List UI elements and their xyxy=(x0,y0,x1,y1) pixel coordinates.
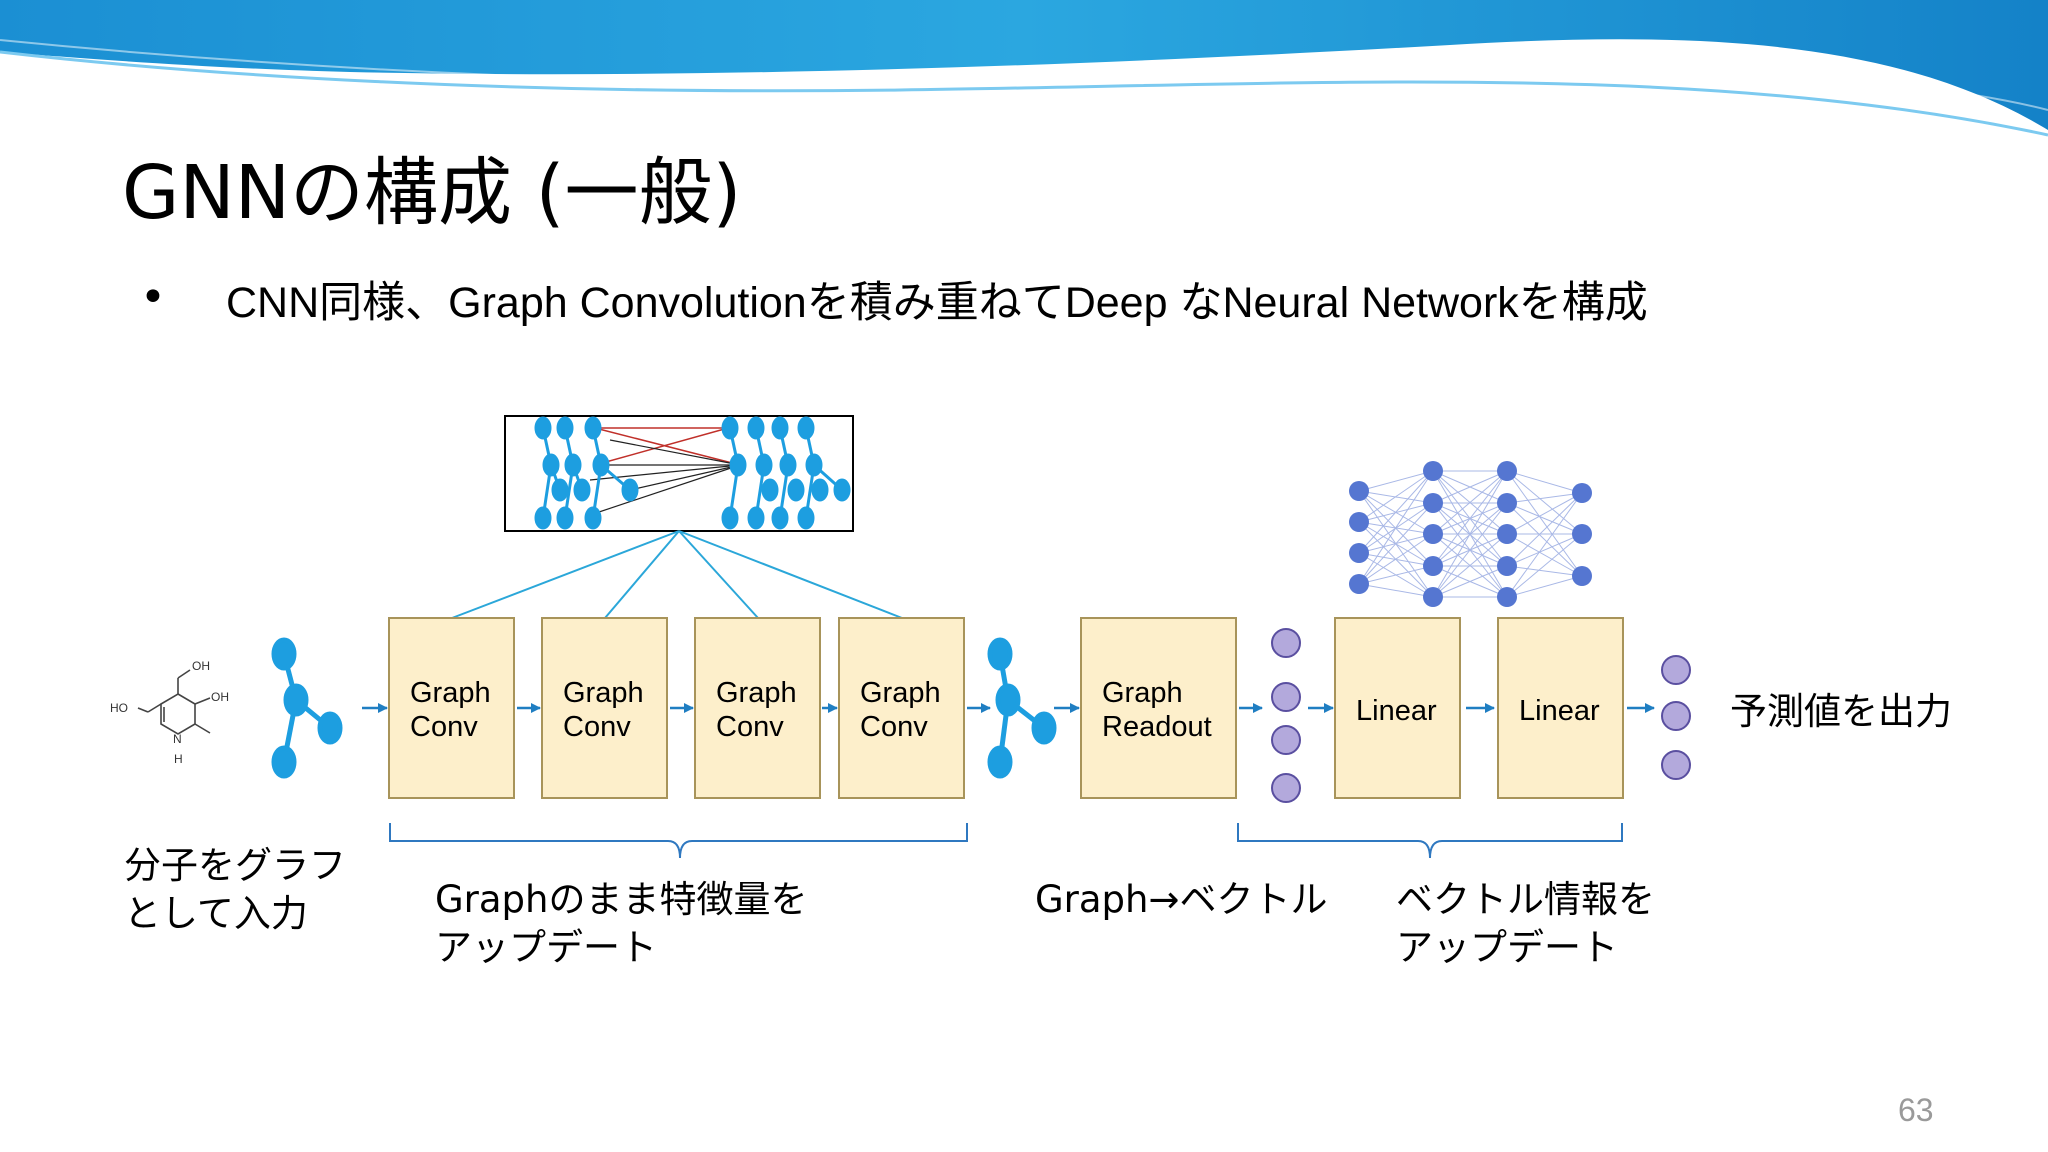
caption-input: 分子をグラフ として入力 xyxy=(124,844,346,935)
mlp-edge xyxy=(1506,470,1583,577)
mlp-network-illustration xyxy=(1349,461,1592,607)
bracket-vector-update xyxy=(1237,823,1623,859)
mlp-edge xyxy=(1358,470,1434,492)
graph-conv-box-1 xyxy=(388,617,515,799)
graph-conv-label-2: Graph Conv xyxy=(563,677,644,743)
caption-graph-update: Graphのまま特徴量を アップデート xyxy=(435,878,808,969)
mlp-edge xyxy=(1432,470,1508,598)
graph-conv-box-2 xyxy=(541,617,668,799)
mlp-edge xyxy=(1506,492,1583,567)
mlp-node xyxy=(1423,493,1443,513)
graph-conv-box-4 xyxy=(838,617,965,799)
graph-conv-detail-illustration xyxy=(451,415,903,619)
molecule-label-ho-left: HO xyxy=(110,701,128,715)
mlp-edge xyxy=(1432,470,1508,535)
mlp-edge xyxy=(1506,492,1583,504)
mlp-edge xyxy=(1358,470,1434,554)
graph-conv-label-3: Graph Conv xyxy=(716,677,797,743)
mlp-node xyxy=(1349,543,1369,563)
bullet-text: CNN同様、Graph Convolutionを積み重ねてDeep なNeura… xyxy=(226,279,1648,327)
mlp-node xyxy=(1349,574,1369,594)
graph-conv-label-4: Graph Conv xyxy=(860,677,941,743)
mlp-edge xyxy=(1506,470,1583,535)
mlp-edge xyxy=(1506,492,1583,535)
mlp-edge xyxy=(1432,470,1508,567)
graph-readout-label: Graph Readout xyxy=(1102,677,1212,743)
updated-graph-icon xyxy=(987,637,1057,779)
mlp-edge xyxy=(1506,533,1583,598)
output-vector-icon xyxy=(1661,655,1691,780)
molecule-label-n: N xyxy=(173,732,182,746)
mlp-node xyxy=(1572,566,1592,586)
mlp-edge xyxy=(1358,533,1434,585)
mlp-edge xyxy=(1358,470,1434,585)
mlp-edge xyxy=(1506,533,1583,577)
bullet-marker: • xyxy=(140,272,166,323)
bracket-graph-update xyxy=(389,823,968,859)
caption-vector-update: ベクトル情報を アップデート xyxy=(1396,878,1655,969)
mlp-node xyxy=(1497,524,1517,544)
mlp-edge xyxy=(1432,470,1508,504)
linear-box-1 xyxy=(1334,617,1461,799)
linear-label-1: Linear xyxy=(1356,695,1437,727)
mlp-node xyxy=(1572,524,1592,544)
molecule-structure-illustration xyxy=(137,669,211,735)
mlp-node xyxy=(1423,461,1443,481)
mlp-node xyxy=(1497,587,1517,607)
mlp-edge xyxy=(1358,565,1434,585)
header-wave xyxy=(0,0,2048,137)
mlp-edge xyxy=(1358,502,1434,585)
mlp-edge xyxy=(1432,502,1508,598)
molecule-label-oh-right: OH xyxy=(211,690,229,704)
mlp-edge xyxy=(1358,470,1434,523)
mlp-edge xyxy=(1506,565,1583,577)
graph-readout-box xyxy=(1080,617,1237,799)
mlp-edge xyxy=(1506,492,1583,598)
mlp-node xyxy=(1572,483,1592,503)
mlp-node xyxy=(1497,461,1517,481)
linear-label-2: Linear xyxy=(1519,695,1600,727)
linear-box-2 xyxy=(1497,617,1624,799)
output-label: 予測値を出力 xyxy=(1730,690,1952,733)
mlp-node xyxy=(1497,556,1517,576)
mlp-node xyxy=(1349,481,1369,501)
slide-title: GNNの構成 (一般) xyxy=(122,150,742,236)
graph-conv-box-3 xyxy=(694,617,821,799)
molecule-label-h: H xyxy=(174,752,183,766)
mlp-edge xyxy=(1506,470,1583,494)
graph-conv-label-1: Graph Conv xyxy=(410,677,491,743)
input-graph-icon xyxy=(271,637,343,779)
readout-vector-icon xyxy=(1271,628,1301,803)
mlp-node xyxy=(1423,556,1443,576)
mlp-node xyxy=(1497,493,1517,513)
page-number: 63 xyxy=(1898,1092,1934,1128)
molecule-label-oh-top: OH xyxy=(192,659,210,673)
mlp-node xyxy=(1423,524,1443,544)
mlp-edge xyxy=(1432,533,1508,598)
caption-readout: Graph→ベクトル xyxy=(1035,878,1328,921)
mlp-edge xyxy=(1506,575,1583,598)
mlp-node xyxy=(1349,512,1369,532)
mlp-node xyxy=(1423,587,1443,607)
mlp-edge xyxy=(1432,565,1508,598)
mlp-edge xyxy=(1358,583,1434,598)
mlp-edge xyxy=(1506,502,1583,535)
mlp-edge xyxy=(1506,533,1583,567)
mlp-edge xyxy=(1506,502,1583,577)
